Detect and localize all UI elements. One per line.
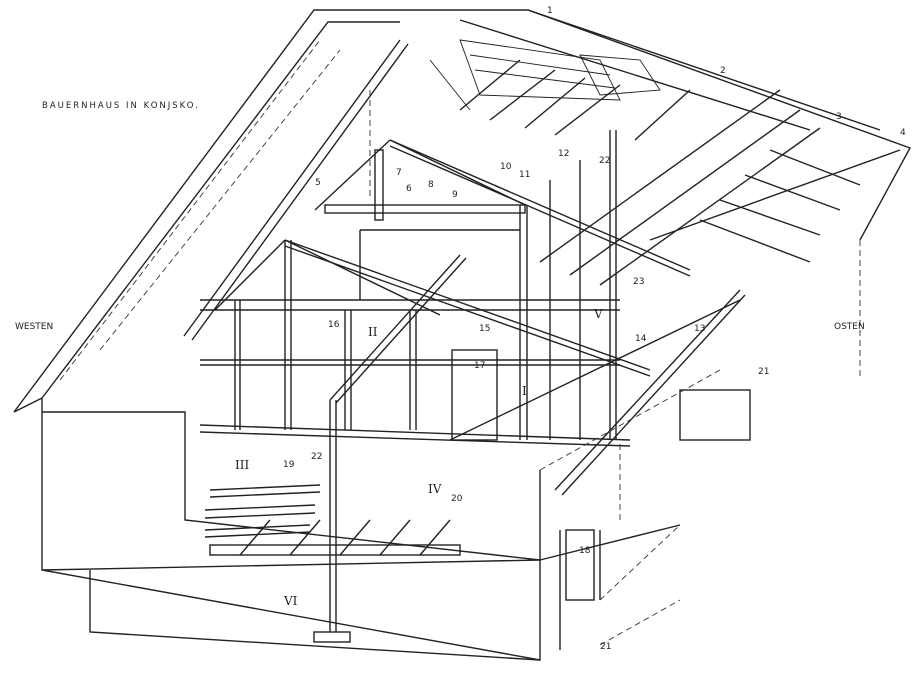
- label-13: 13: [694, 324, 706, 334]
- label-22-upper: 22: [599, 156, 611, 166]
- label-19: 19: [283, 460, 295, 470]
- label-6: 6: [406, 184, 412, 194]
- label-3: 3: [836, 112, 842, 122]
- label-15: 15: [479, 324, 491, 334]
- room-I: I: [522, 384, 527, 398]
- walls: [41, 90, 861, 661]
- label-1: 1: [547, 6, 553, 16]
- label-14: 14: [635, 334, 647, 344]
- label-8: 8: [428, 180, 434, 190]
- floor-boards: [204, 484, 461, 556]
- roof-boards: [429, 39, 661, 111]
- label-23: 23: [633, 277, 645, 287]
- label-16: 16: [328, 320, 340, 330]
- label-10: 10: [500, 162, 512, 172]
- label-20: 20: [451, 494, 463, 504]
- room-III: III: [235, 458, 250, 472]
- roof: [13, 9, 912, 413]
- drawing-title: BAUERNHAUS IN KONJSKO.: [42, 101, 200, 111]
- label-22-lower: 22: [311, 452, 323, 462]
- room-II: II: [368, 325, 378, 339]
- rafters: [214, 139, 691, 377]
- label-21-east: 21: [758, 367, 770, 377]
- direction-east: OSTEN: [834, 322, 865, 332]
- label-17: 17: [474, 361, 486, 371]
- label-12: 12: [558, 149, 570, 159]
- label-18: 18: [579, 546, 591, 556]
- label-7: 7: [396, 168, 402, 178]
- room-VI: VI: [284, 594, 298, 608]
- label-11: 11: [519, 170, 531, 180]
- label-2: 2: [720, 66, 726, 76]
- direction-west: WESTEN: [15, 322, 54, 332]
- label-9: 9: [452, 190, 458, 200]
- frame: [199, 130, 751, 643]
- roof-joists: [459, 59, 901, 286]
- room-IV: IV: [428, 482, 442, 496]
- room-V: V: [594, 307, 603, 321]
- label-21-bottom: 21: [600, 642, 612, 652]
- label-5: 5: [315, 178, 321, 188]
- label-4: 4: [900, 128, 906, 138]
